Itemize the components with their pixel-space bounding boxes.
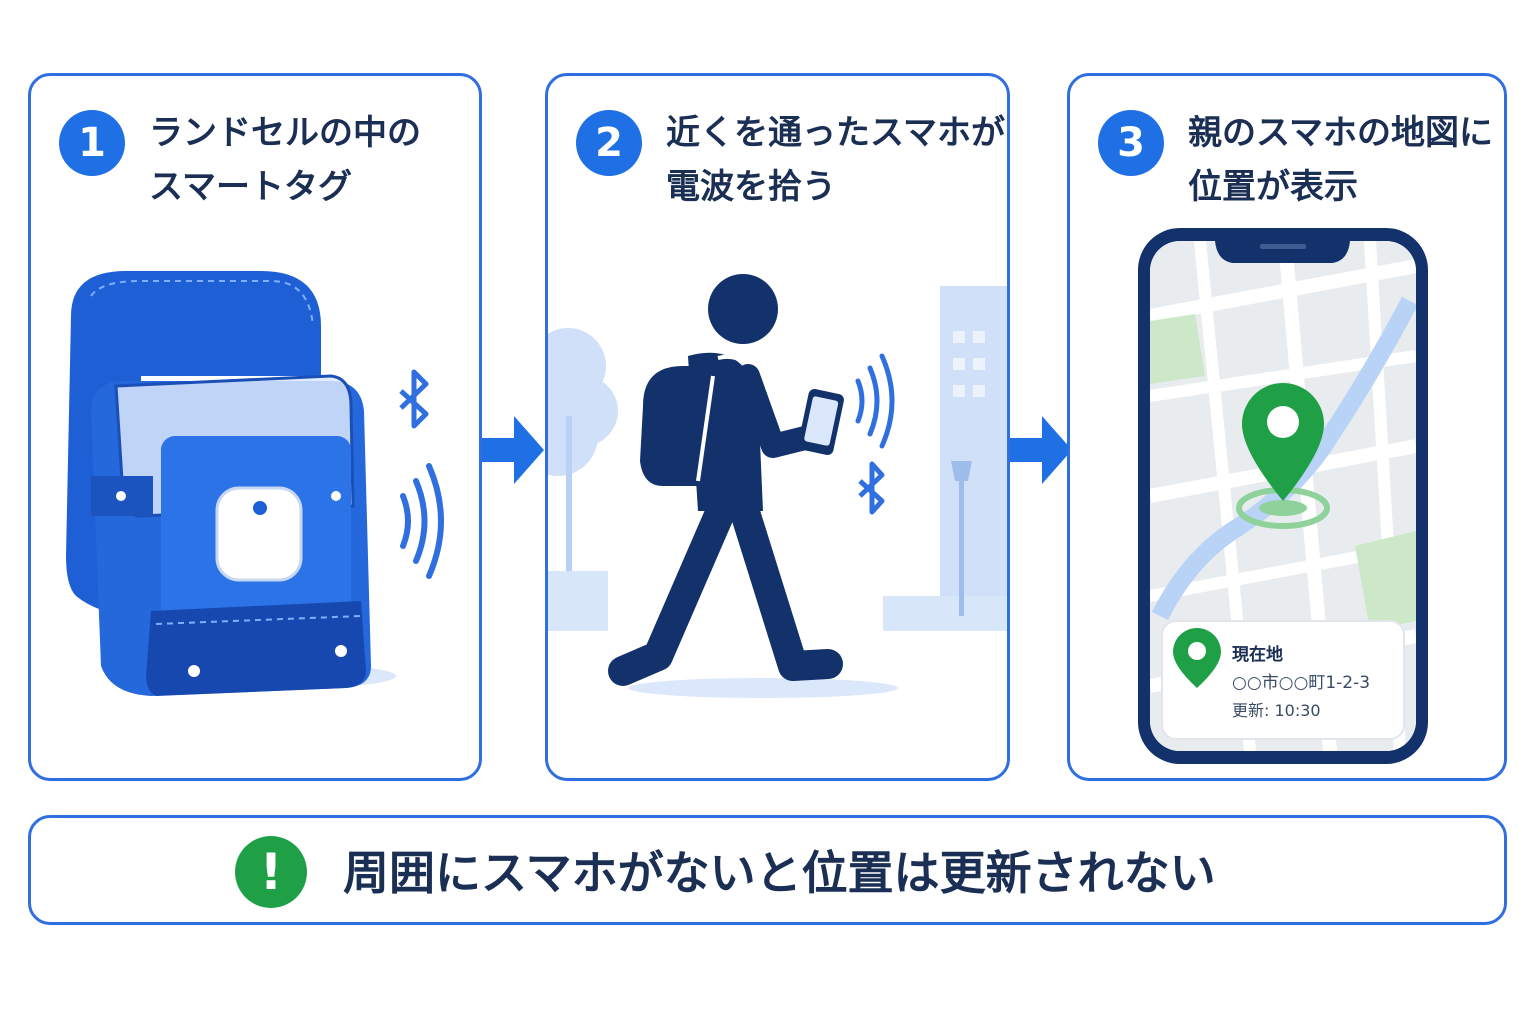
location-card-updated: 更新: 10:30 <box>1232 701 1321 720</box>
location-card-label: 現在地 <box>1232 645 1283 665</box>
warning-note: ! 周囲にスマホがないと位置は更新されない <box>28 815 1507 925</box>
exclamation-icon: ! <box>235 836 307 908</box>
step-title: 近くを通ったスマホが 電波を拾う <box>666 113 1005 207</box>
step-number-badge: 1 <box>59 110 125 176</box>
step-1-panel: 1 ランドセルの中の スマートタグ <box>28 73 482 781</box>
walking-person-illustration <box>548 274 1007 698</box>
step-number-badge: 2 <box>576 110 642 176</box>
warning-note-text: 周囲にスマホがないと位置は更新されない <box>343 846 1216 900</box>
school-bag-illustration <box>66 271 444 696</box>
step-title: 親のスマホの地図に 位置が表示 <box>1188 113 1493 207</box>
step-3-panel: 3 親のスマホの地図に 位置が表示 <box>1067 73 1507 781</box>
arrow-right-icon <box>1010 416 1072 484</box>
location-card-address: ○○市○○町1-2-3 <box>1232 673 1371 693</box>
arrow-right-icon <box>482 416 544 484</box>
phone-map-illustration <box>1138 228 1428 764</box>
step-2-panel: 2 近くを通ったスマホが 電波を拾う <box>545 73 1010 781</box>
step-number-badge: 3 <box>1098 110 1164 176</box>
step-title: ランドセルの中の スマートタグ <box>149 113 421 207</box>
